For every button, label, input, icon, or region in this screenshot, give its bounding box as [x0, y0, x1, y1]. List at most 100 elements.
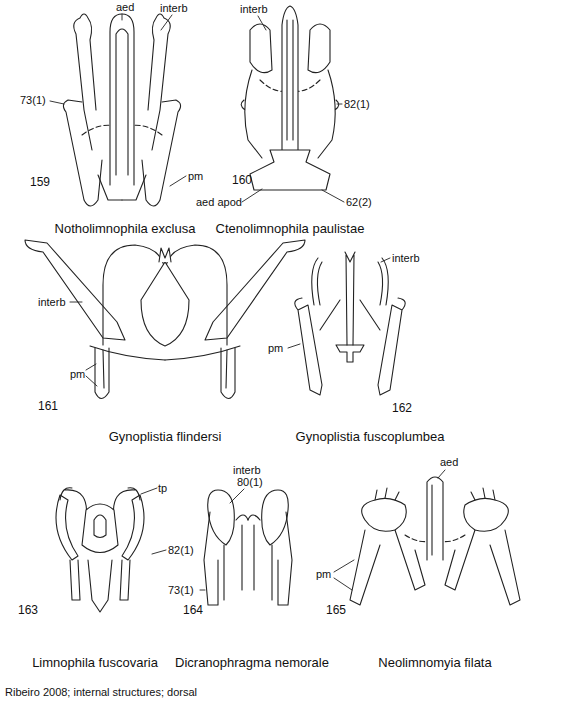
- part-label: aed: [116, 1, 134, 13]
- part-label: 73(1): [20, 94, 46, 106]
- figure-number: 160: [232, 174, 252, 187]
- leader-line: [258, 16, 266, 30]
- part-label: pm: [316, 568, 331, 580]
- aedeagus: [116, 29, 128, 175]
- figure-number: 159: [30, 176, 50, 189]
- part-label: interb: [160, 2, 188, 14]
- genitalia-half: [208, 490, 235, 545]
- leader-line: [170, 176, 186, 186]
- aedeagus: [141, 248, 189, 346]
- leader-line: [337, 104, 342, 105]
- species-name: Notholimnophila exclusa: [55, 222, 196, 236]
- aedeagus: [159, 248, 171, 262]
- aedeagus: [282, 6, 298, 150]
- leader-line: [50, 14, 445, 590]
- genitalia-half: [90, 346, 165, 360]
- genitalia-drawing: [241, 6, 339, 190]
- genitalia-half: [250, 24, 272, 73]
- genitalia-half: [25, 240, 125, 340]
- genitalia-half: [236, 515, 248, 520]
- part-label: pm: [188, 170, 203, 182]
- genitalia-half: [248, 490, 292, 605]
- genitalia-drawing: [63, 14, 180, 206]
- leader-line: [141, 488, 157, 494]
- leader-line: [288, 344, 300, 348]
- genitalia-half: [204, 512, 224, 605]
- caption: Ribeiro 2008; internal structures; dorsa…: [5, 686, 197, 698]
- part-label: interb: [38, 296, 66, 308]
- leader-line: [86, 364, 97, 386]
- genitalia-half: [74, 14, 96, 150]
- aedeagus: [287, 20, 293, 140]
- part-label: aed: [440, 456, 458, 468]
- aedeagus: [242, 525, 254, 590]
- genitalia-drawing: [295, 252, 405, 395]
- genitalia-half: [204, 490, 248, 605]
- figure-number: 163: [18, 604, 38, 617]
- part-label: interb: [233, 464, 261, 476]
- species-name: Gynoplistia flindersi: [109, 430, 222, 444]
- genitalia-half: [375, 488, 399, 500]
- genitalia-drawing: [56, 488, 144, 612]
- part-label: 73(1): [168, 584, 194, 596]
- genitalia-half: [360, 258, 405, 395]
- leader-line: [242, 189, 262, 202]
- genitalia-half: [241, 70, 262, 158]
- part-label: 62(2): [346, 196, 372, 208]
- aedeagus: [250, 6, 330, 190]
- aedeagus: [427, 477, 443, 560]
- aedeagus: [427, 477, 443, 560]
- species-name: Ctenolimnophila paulistae: [216, 222, 365, 236]
- aedeagus: [336, 345, 364, 362]
- genitalia-half: [312, 258, 322, 305]
- aedeagus: [250, 150, 330, 190]
- genitalia-half: [350, 530, 425, 605]
- part-label: interb: [240, 3, 268, 15]
- leader-line: [438, 470, 445, 478]
- aedeagus: [345, 252, 355, 345]
- genitalia-half: [63, 100, 102, 206]
- genitalia-half: [320, 300, 340, 330]
- figure-number: 161: [38, 400, 58, 413]
- leader-line: [70, 302, 82, 303]
- leader-line: [200, 590, 205, 591]
- genitalia-half: [95, 348, 109, 399]
- species-name: Limnophila fuscovaria: [32, 656, 158, 670]
- aedeagus: [242, 525, 254, 590]
- genitalia-drawing: [25, 240, 305, 399]
- leader-line: [122, 14, 123, 20]
- leader-line: [161, 15, 172, 30]
- aedeagus: [94, 515, 106, 538]
- genitalia-half: [435, 488, 520, 605]
- genitalia-half: [60, 488, 87, 520]
- genitalia-half: [362, 498, 407, 531]
- part-label: interb: [392, 252, 420, 264]
- genitalia-half: [56, 495, 78, 560]
- species-name: Dicranophragma nemorale: [175, 656, 329, 670]
- species-name: Neolimnomyia filata: [378, 656, 491, 670]
- figure-number: 162: [392, 402, 412, 415]
- figure-number: 165: [326, 604, 346, 617]
- leader-line: [230, 489, 244, 503]
- part-label: 82(1): [168, 544, 194, 556]
- aedeagus: [110, 14, 134, 185]
- genitalia-drawing: [204, 490, 292, 605]
- species-name: Gynoplistia fuscoplumbea: [296, 430, 445, 444]
- aedeagus: [336, 252, 364, 362]
- leader-line: [381, 258, 390, 262]
- aedeagus: [82, 504, 118, 553]
- part-label: pm: [268, 342, 283, 354]
- aedeagus: [431, 485, 432, 555]
- genitalia-drawing: [350, 477, 520, 605]
- leader-line: [152, 550, 166, 554]
- figure-number: 164: [183, 604, 203, 617]
- genitalia-half: [295, 258, 340, 395]
- part-label: 82(1): [344, 98, 370, 110]
- leader-line: [322, 190, 344, 202]
- part-label: aed apod: [196, 196, 242, 208]
- aedeagus: [82, 504, 118, 612]
- part-label: 80(1): [237, 476, 263, 488]
- genitalia-half: [350, 488, 435, 605]
- genitalia-half: [295, 298, 322, 395]
- aedeagus: [88, 560, 112, 612]
